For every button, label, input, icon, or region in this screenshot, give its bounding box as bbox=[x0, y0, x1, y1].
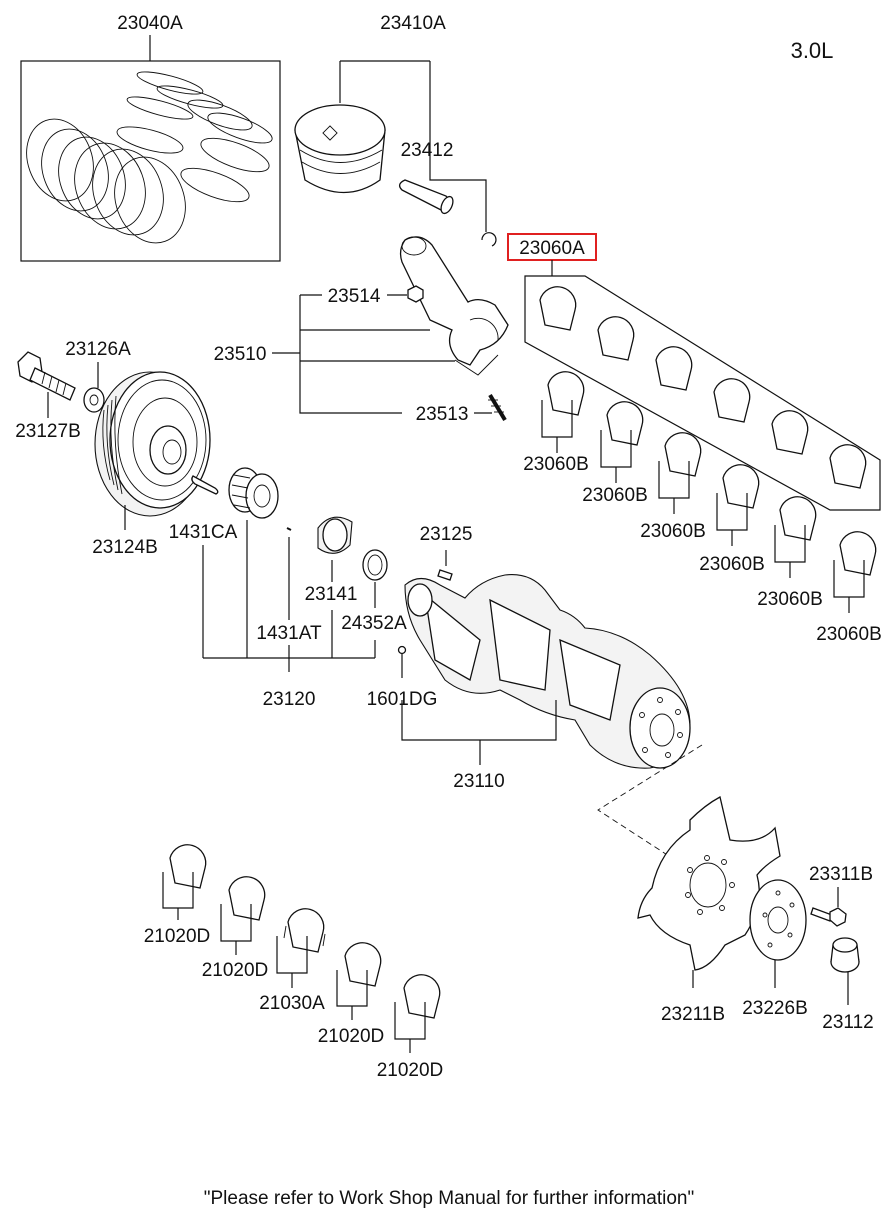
label-21030A: 21030A bbox=[259, 993, 325, 1014]
label-23060B-3: 23060B bbox=[640, 521, 706, 542]
rod-bolt[interactable]: 23513 bbox=[416, 393, 507, 425]
label-23141: 23141 bbox=[305, 584, 358, 605]
label-23120: 23120 bbox=[263, 689, 316, 710]
piston-assembly[interactable]: 23410A bbox=[294, 13, 487, 232]
label-1431AT: 1431AT bbox=[256, 623, 322, 644]
snap-ring[interactable] bbox=[481, 232, 497, 247]
pilot-bushing[interactable]: 23112 bbox=[822, 937, 874, 1033]
bearing-lower-2[interactable]: 23060B bbox=[582, 401, 648, 506]
main-bearing-4[interactable]: 21020D bbox=[377, 974, 444, 1081]
main-bearing-3[interactable]: 21020D bbox=[318, 942, 385, 1047]
crank-key[interactable]: 23125 bbox=[420, 524, 473, 581]
label-23060A: 23060A bbox=[519, 238, 585, 259]
crankshaft[interactable]: 23110 bbox=[401, 574, 691, 792]
woodruff-key[interactable]: 1431CA bbox=[169, 475, 238, 543]
crank-sprocket[interactable] bbox=[228, 467, 279, 519]
label-23060B-4: 23060B bbox=[699, 554, 765, 575]
label-24352A: 24352A bbox=[341, 613, 407, 634]
bearing-lower-4[interactable]: 23060B bbox=[699, 464, 765, 575]
bearing-set-upper[interactable]: 23060A bbox=[507, 233, 881, 511]
bearing-lower-3[interactable]: 23060B bbox=[640, 432, 706, 542]
label-21020D-3: 21020D bbox=[318, 1026, 385, 1047]
main-bearing-1[interactable]: 21020D bbox=[144, 844, 211, 947]
thrust-bearing[interactable]: 21030A bbox=[259, 908, 326, 1014]
label-1431CA: 1431CA bbox=[169, 522, 238, 543]
label-23410A: 23410A bbox=[380, 13, 446, 34]
label-23060B-1: 23060B bbox=[523, 454, 589, 475]
bearing-lower-1[interactable]: 23060B bbox=[523, 371, 589, 475]
pulley-bolt[interactable]: 23127B bbox=[15, 351, 81, 442]
label-23510: 23510 bbox=[214, 344, 267, 365]
engine-size-label: 3.0L bbox=[791, 38, 834, 63]
label-23211B: 23211B bbox=[661, 1004, 725, 1025]
label-23125: 23125 bbox=[420, 524, 473, 545]
pulley-washer[interactable]: 23126A bbox=[65, 339, 131, 413]
main-bearing-2[interactable]: 21020D bbox=[202, 876, 269, 981]
label-21020D-2: 21020D bbox=[202, 960, 269, 981]
flywheel-bolt[interactable]: 23311B bbox=[809, 864, 873, 927]
label-21020D-4: 21020D bbox=[377, 1060, 444, 1081]
small-pin[interactable]: 1431AT bbox=[256, 527, 322, 644]
label-23127B: 23127B bbox=[15, 421, 81, 442]
thrust-plate[interactable]: 23141 bbox=[305, 516, 358, 605]
drive-plate[interactable]: 23211B bbox=[637, 796, 781, 1025]
piston-pin[interactable]: 23412 bbox=[398, 140, 456, 215]
label-23040A: 23040A bbox=[117, 13, 183, 34]
label-23126A: 23126A bbox=[65, 339, 131, 360]
bearing-lower-5[interactable]: 23060B bbox=[757, 496, 823, 610]
label-23514: 23514 bbox=[328, 286, 381, 307]
bearing-lower-6[interactable]: 23060B bbox=[816, 531, 882, 645]
rod-nut[interactable]: 23514 bbox=[300, 285, 424, 307]
label-23311B: 23311B bbox=[809, 864, 873, 885]
label-23112: 23112 bbox=[822, 1012, 873, 1033]
label-1601DG: 1601DG bbox=[367, 689, 438, 710]
label-23412: 23412 bbox=[401, 140, 454, 161]
footer-note: "Please refer to Work Shop Manual for fu… bbox=[204, 1188, 694, 1209]
connecting-rod[interactable]: 23510 bbox=[214, 236, 509, 414]
label-23124B: 23124B bbox=[92, 537, 158, 558]
label-23060B-2: 23060B bbox=[582, 485, 648, 506]
label-23060B-5: 23060B bbox=[757, 589, 823, 610]
label-23226B: 23226B bbox=[742, 998, 808, 1019]
label-23060B-6: 23060B bbox=[816, 624, 882, 645]
adaptor-plate[interactable]: 23226B bbox=[742, 879, 808, 1019]
damper-pulley[interactable]: 23124B bbox=[92, 371, 211, 558]
label-23110: 23110 bbox=[453, 771, 504, 792]
oil-plug[interactable]: 1601DG bbox=[367, 645, 438, 711]
oil-seal[interactable]: 24352A bbox=[341, 549, 407, 634]
label-23513: 23513 bbox=[416, 404, 469, 425]
sprocket-kit-bracket[interactable]: 23120 bbox=[202, 520, 376, 710]
label-21020D-1: 21020D bbox=[144, 926, 211, 947]
piston-ring-set[interactable]: 23040A bbox=[16, 13, 281, 262]
